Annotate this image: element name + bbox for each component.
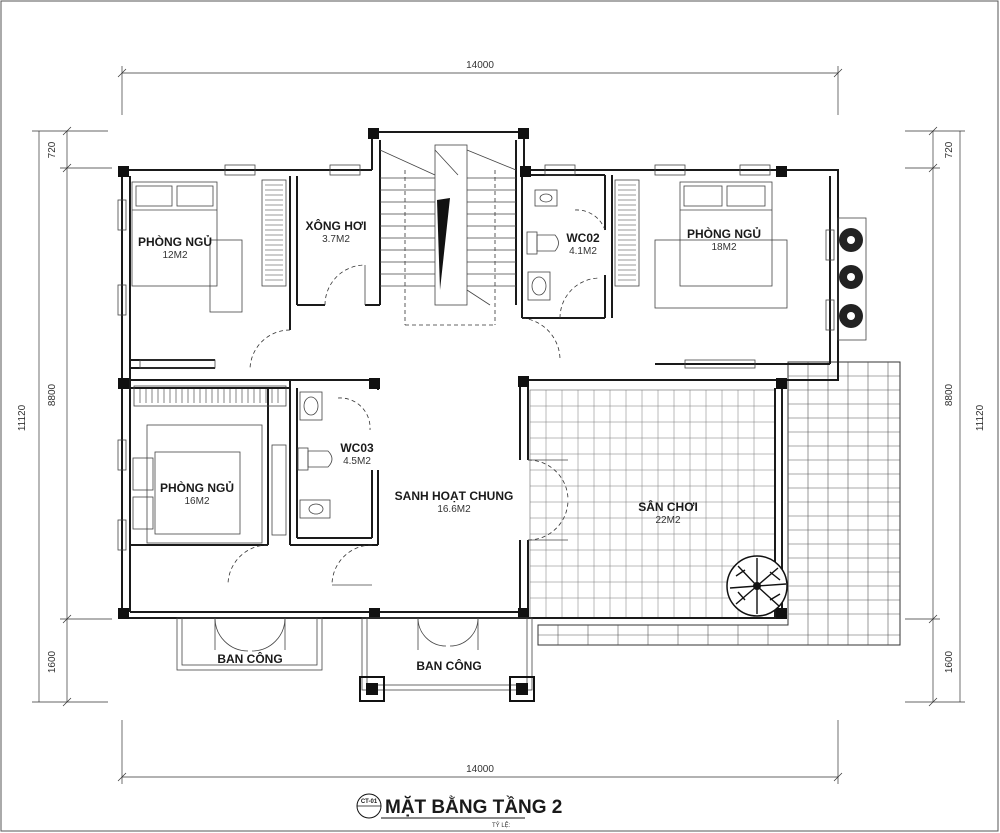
scale-label: TỶ LỆ: [492, 821, 511, 829]
terrace-paving [537, 361, 901, 646]
room-name-sanh: SANH HOẠT CHUNG [395, 489, 514, 503]
drawing-title: MẶT BẰNG TẦNG 2 [385, 796, 562, 818]
room-area-phong-ngu-16: 16M2 [184, 496, 209, 507]
windows [117, 164, 835, 551]
room-name-phong-ngu-12: PHÒNG NGỦ [138, 234, 212, 249]
bed-18m2 [654, 181, 788, 309]
balcony-center [359, 617, 535, 702]
sanitary-fixtures [297, 189, 559, 519]
dim-right-bottom: 1600 [944, 650, 955, 673]
room-name-phong-ngu-16: PHÒNG NGỦ [160, 480, 234, 495]
balcony-left [176, 617, 323, 671]
dim-right-top: 720 [944, 141, 955, 158]
room-area-sanh: 16.6M2 [437, 504, 471, 515]
dim-top-width: 14000 [466, 60, 494, 71]
dim-left-top: 720 [47, 141, 58, 158]
room-name-xong-hoi: XÔNG HƠI [306, 218, 367, 233]
dim-left-total: 11120 [17, 404, 28, 431]
room-name-phong-ngu-18: PHÒNG NGỦ [687, 226, 761, 241]
wardrobe-16m2 [133, 385, 287, 407]
dimension-lines [32, 66, 965, 784]
dim-bottom-width: 14000 [466, 764, 494, 775]
columns [118, 128, 787, 619]
room-name-san-choi: SÂN CHƠI [638, 499, 698, 514]
room-name-wc03: WC03 [340, 441, 374, 455]
dim-right-total: 11120 [975, 404, 986, 431]
bed-12m2 [131, 181, 243, 313]
room-area-phong-ngu-12: 12M2 [162, 250, 187, 261]
flower-box [837, 217, 867, 341]
staircase [379, 144, 517, 326]
wardrobe-left [261, 179, 287, 287]
room-name-wc02: WC02 [566, 231, 600, 245]
room-name-ban-cong-center: BAN CÔNG [416, 658, 481, 673]
room-area-wc03: 4.5M2 [343, 456, 371, 467]
room-area-wc02: 4.1M2 [569, 246, 597, 257]
wardrobe-right [614, 179, 640, 287]
room-area-phong-ngu-18: 18M2 [711, 242, 736, 253]
dim-left-middle: 8800 [47, 383, 58, 406]
dim-left-bottom: 1600 [47, 650, 58, 673]
room-area-xong-hoi: 3.7M2 [322, 234, 350, 245]
title-block [356, 793, 525, 819]
doors [227, 209, 606, 586]
sheet-code: CT-01 [361, 799, 378, 805]
room-name-ban-cong-left: BAN CÔNG [217, 651, 282, 666]
bed-16m2 [132, 424, 287, 544]
tree-icon [726, 555, 788, 617]
room-area-san-choi: 22M2 [655, 515, 680, 526]
dim-right-middle: 8800 [944, 383, 955, 406]
